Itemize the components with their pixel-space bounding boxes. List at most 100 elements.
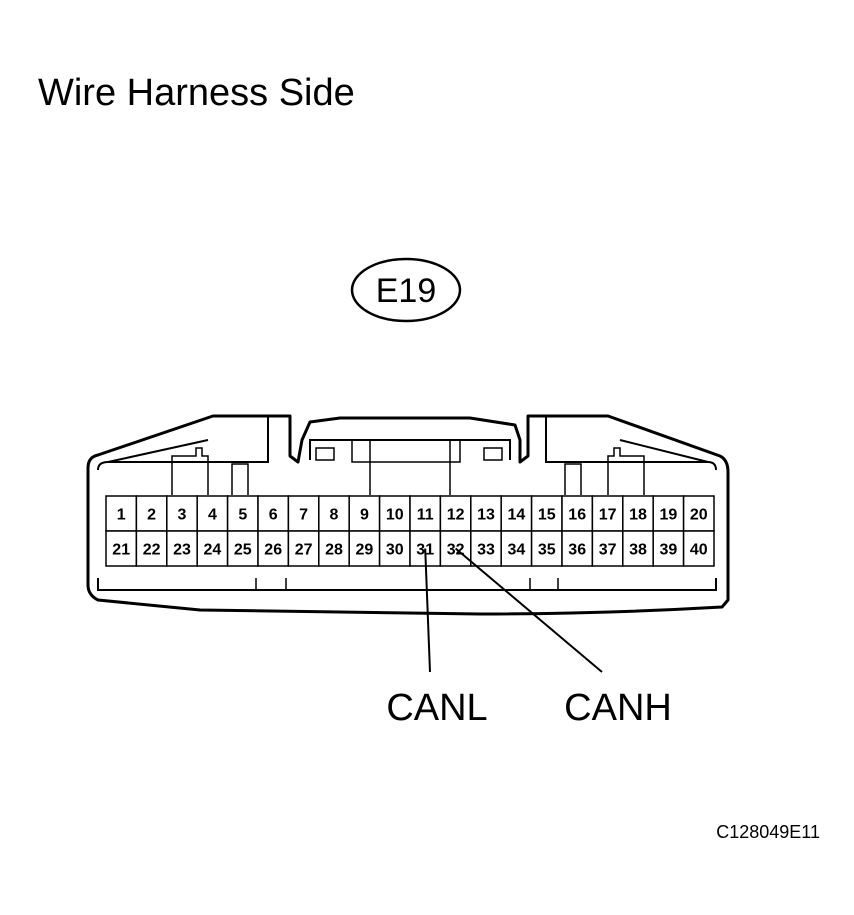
pin-number: 24: [204, 542, 222, 559]
pin-cell-box: [470, 530, 502, 567]
pin-cell: 13: [470, 495, 502, 532]
pin-number: 37: [599, 542, 617, 559]
pin-number: 12: [447, 507, 465, 524]
pin-number: 33: [477, 542, 495, 559]
pin-cell: 28: [318, 530, 350, 567]
pin-cell-box: [348, 530, 381, 567]
pin-cell: 5: [226, 495, 259, 532]
pin-number: 18: [629, 507, 647, 524]
pin-number: 14: [508, 507, 526, 524]
pin-cell-box: [257, 495, 290, 532]
pin-number: 6: [269, 507, 278, 524]
pin-cell: 37: [591, 530, 624, 567]
pin-number: 22: [143, 542, 161, 559]
pin-number: 9: [360, 507, 369, 524]
connector-id-badge: E19: [350, 257, 462, 323]
pin-cell-box: [500, 530, 533, 567]
pin-number: 8: [330, 507, 339, 524]
pin-cell-box: [530, 530, 563, 567]
pin-cell: 34: [500, 530, 533, 567]
signal-label-canl: CANL: [386, 687, 487, 729]
pin-cell-box: [196, 530, 229, 567]
pin-cell: 19: [652, 495, 685, 532]
pin-cell-box: [500, 495, 533, 532]
pin-cell: 10: [378, 495, 411, 532]
pin-number: 38: [629, 542, 647, 559]
pin-number: 3: [178, 507, 187, 524]
pin-cell: 4: [196, 495, 229, 532]
pin-cell-box: [652, 530, 685, 567]
page-title: Wire Harness Side: [38, 72, 355, 114]
pin-cell: 27: [287, 530, 320, 567]
pin-number: 5: [238, 507, 247, 524]
pin-cell-box: [561, 530, 594, 567]
connector-id: E19: [376, 272, 437, 310]
pin-cell-box: [682, 530, 715, 567]
pin-number: 36: [568, 542, 586, 559]
pin-number: 39: [660, 542, 678, 559]
pin-cell-box: [166, 530, 198, 567]
pin-cell-box: [378, 530, 411, 567]
pin-cell: 12: [439, 495, 472, 532]
document-code: C128049E11: [716, 822, 820, 842]
pin-cell: 20: [682, 495, 715, 532]
pin-number: 23: [173, 542, 191, 559]
pin-number: 25: [234, 542, 252, 559]
pin-cell: 18: [622, 495, 654, 532]
pin-number: 2: [147, 507, 156, 524]
pin-cell: 25: [226, 530, 259, 567]
pin-cell: 40: [682, 530, 715, 567]
pin-number: 34: [508, 542, 526, 559]
pin-cell-box: [135, 530, 168, 567]
pin-cell: 3: [166, 495, 198, 532]
pin-cell: 16: [561, 495, 594, 532]
pin-number: 20: [690, 507, 708, 524]
pin-number: 10: [386, 507, 404, 524]
pin-cell: 23: [166, 530, 198, 567]
pin-cell-box: [287, 530, 320, 567]
signal-lead-line: [454, 547, 603, 673]
pin-number: 17: [599, 507, 617, 524]
pin-number: 19: [660, 507, 678, 524]
pin-number: 26: [264, 542, 282, 559]
pin-cell: 6: [257, 495, 290, 532]
pin-cell: 26: [257, 530, 290, 567]
connector-id-ellipse: [350, 257, 462, 323]
pin-cell: 1: [105, 495, 138, 532]
pin-cell: 29: [348, 530, 381, 567]
pin-cell: 39: [652, 530, 685, 567]
pin-cell: 32: [439, 530, 472, 567]
pin-number: 13: [477, 507, 495, 524]
pin-cell-box: [470, 495, 502, 532]
pin-number: 4: [208, 507, 217, 524]
pin-number: 28: [325, 542, 343, 559]
pin-cell: 14: [500, 495, 533, 532]
pin-cell: 11: [409, 495, 442, 532]
pin-cell: 2: [135, 495, 168, 532]
pin-cell: 33: [470, 530, 502, 567]
pin-number: 27: [295, 542, 313, 559]
pin-number: 40: [690, 542, 708, 559]
signal-lead-line: [424, 548, 431, 673]
pin-cell: 22: [135, 530, 168, 567]
pin-cell: 17: [591, 495, 624, 532]
pin-number: 21: [112, 542, 130, 559]
pin-cell: 35: [530, 530, 563, 567]
pin-cell: 9: [348, 495, 381, 532]
pin-number: 32: [447, 542, 465, 559]
pin-cell-box: [378, 495, 411, 532]
pin-cell-box: [530, 495, 563, 532]
pin-cell-box: [318, 495, 350, 532]
pin-cell: 38: [622, 530, 654, 567]
pin-cell: 36: [561, 530, 594, 567]
pin-cell: 7: [287, 495, 320, 532]
connector-housing: [86, 414, 730, 616]
pin-cell: 30: [378, 530, 411, 567]
signal-leads: CANL CANH: [386, 547, 672, 729]
pin-cell: 8: [318, 495, 350, 532]
signal-label-canh: CANH: [564, 687, 672, 729]
pin-number: 1: [117, 507, 126, 524]
pin-number: 11: [417, 507, 434, 524]
